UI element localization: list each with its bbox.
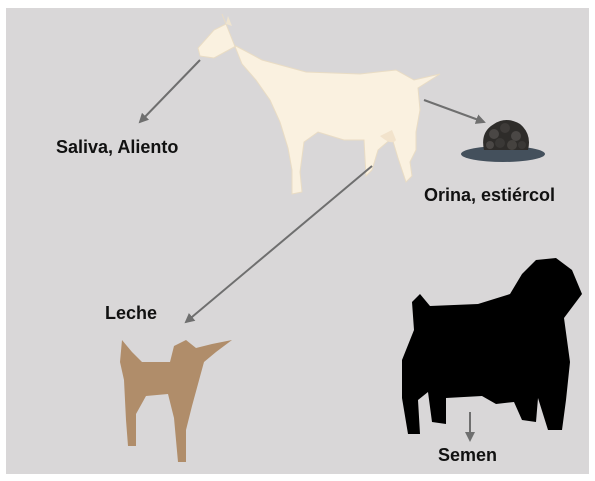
label-saliva-aliento: Saliva, Aliento	[56, 137, 179, 157]
buck-goat-silhouette	[402, 258, 582, 434]
arrow-to-orina	[423, 99, 486, 124]
kid-goat-silhouette	[120, 340, 232, 462]
arrow-to-saliva	[138, 59, 201, 124]
label-orina-estiercol: Orina, estiércol	[424, 185, 556, 205]
label-leche: Leche	[105, 303, 158, 323]
manure-urine-icon	[461, 120, 545, 162]
doe-goat-silhouette	[197, 13, 441, 195]
arrow-to-leche	[184, 165, 373, 324]
label-semen: Semen	[438, 445, 498, 465]
